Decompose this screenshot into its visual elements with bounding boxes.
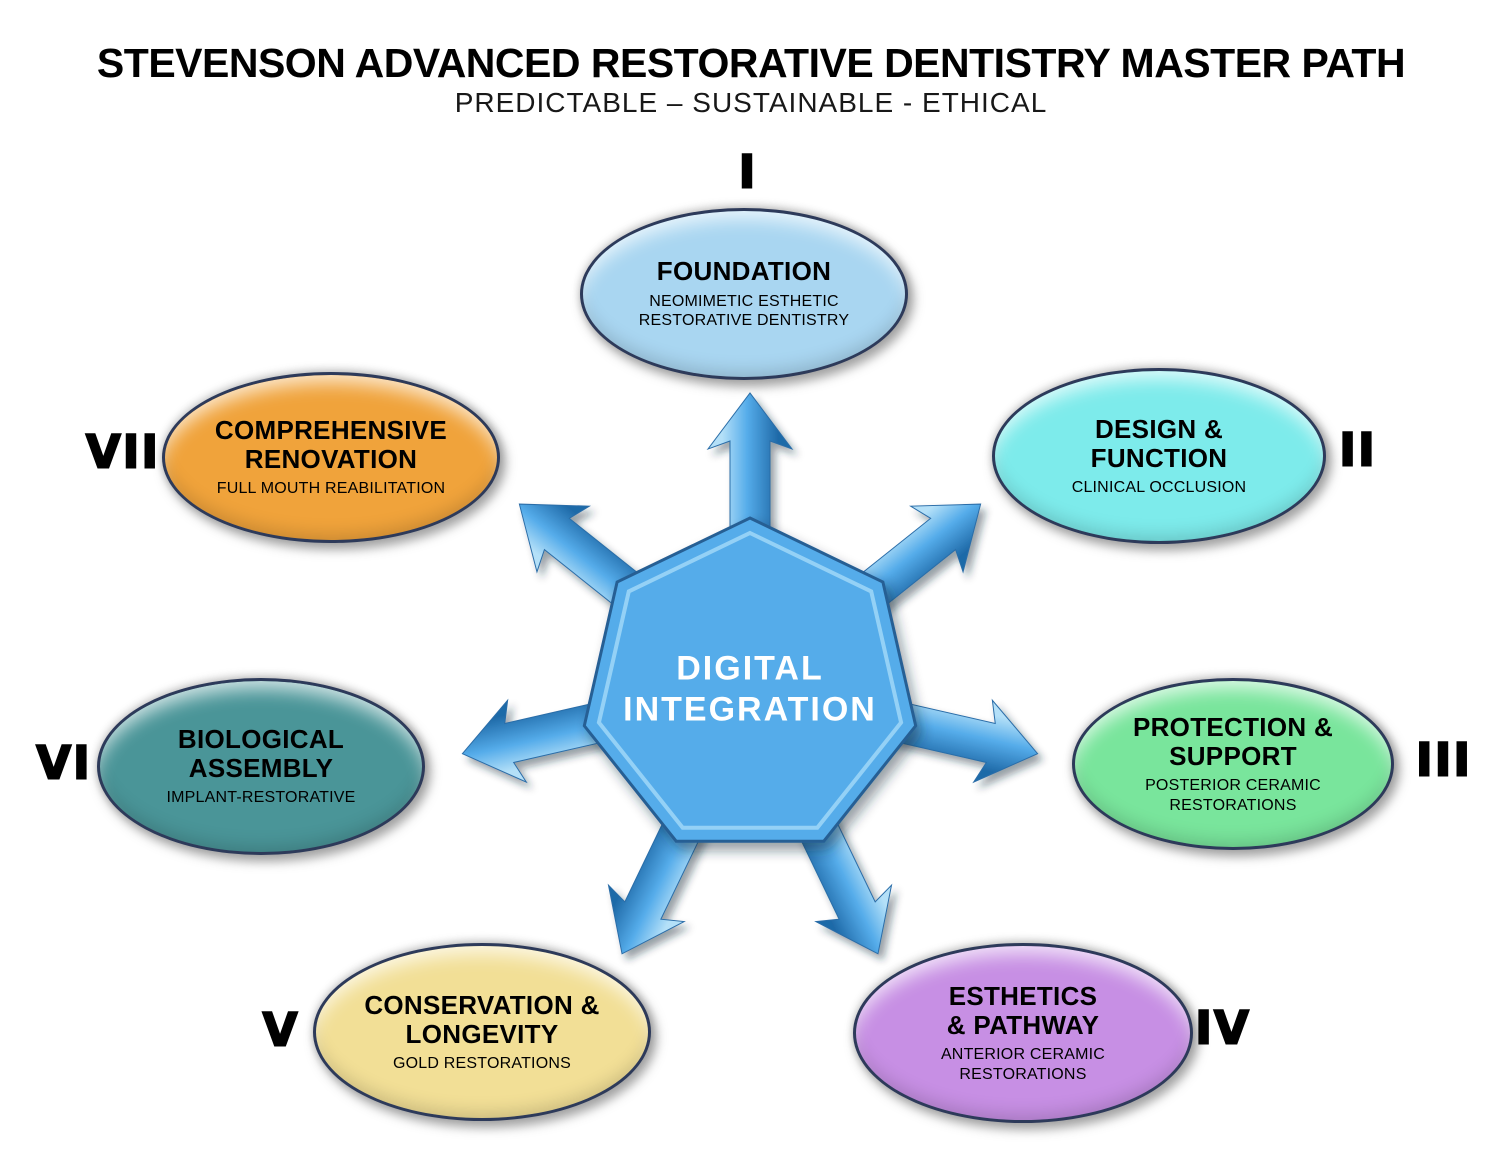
node-title: ESTHETICS & PATHWAY: [946, 980, 1100, 1040]
node-title: CONSERVATION & LONGEVITY: [364, 989, 600, 1049]
numeral-3: III: [1415, 733, 1473, 788]
node-protection-support: PROTECTION & SUPPORT POSTERIOR CERAMIC R…: [1072, 678, 1394, 850]
node-subtitle: FULL MOUTH REABILITATION: [216, 480, 446, 498]
numeral-1: I: [738, 145, 758, 200]
node-title: PROTECTION & SUPPORT: [1132, 711, 1334, 771]
node-subtitle: GOLD RESTORATIONS: [393, 1054, 571, 1072]
page-subtitle: PREDICTABLE – SUSTAINABLE - ETHICAL: [454, 87, 1048, 118]
node-conservation-longevity: CONSERVATION & LONGEVITY GOLD RESTORATIO…: [313, 943, 651, 1121]
numeral-2: II: [1338, 423, 1377, 478]
numeral-4: IV: [1194, 1001, 1251, 1056]
node-subtitle: IMPLANT-RESTORATIVE: [166, 789, 356, 807]
node-comprehensive-renovation: COMPREHENSIVE RENOVATION FULL MOUTH REAB…: [162, 372, 500, 543]
node-subtitle: POSTERIOR CERAMIC RESTORATIONS: [1145, 777, 1321, 814]
node-title: BIOLOGICAL ASSEMBLY: [177, 724, 345, 784]
node-title: COMPREHENSIVE RENOVATION: [214, 415, 448, 475]
node-foundation: FOUNDATION NEOMIMETIC ESTHETIC RESTORATI…: [580, 208, 908, 380]
numeral-6: VI: [35, 736, 92, 791]
center-hub-label: DIGITAL INTEGRATION: [623, 649, 877, 729]
node-subtitle: ANTERIOR CERAMIC RESTORATIONS: [940, 1046, 1106, 1083]
numeral-7: VII: [85, 425, 161, 480]
node-biological-assembly: BIOLOGICAL ASSEMBLY IMPLANT-RESTORATIVE: [97, 678, 425, 855]
node-subtitle: NEOMIMETIC ESTHETIC RESTORATIVE DENTISTR…: [638, 292, 850, 330]
node-title: FOUNDATION: [656, 256, 832, 287]
node-design-function: DESIGN & FUNCTION CLINICAL OCCLUSION: [992, 368, 1326, 544]
node-subtitle: CLINICAL OCCLUSION: [1071, 478, 1247, 496]
center-hub-heptagon: [582, 516, 918, 843]
node-esthetics-pathway: ESTHETICS & PATHWAY ANTERIOR CERAMIC RES…: [853, 943, 1193, 1123]
page-title: STEVENSON ADVANCED RESTORATIVE DENTISTRY…: [96, 40, 1406, 86]
numeral-5: V: [262, 1003, 300, 1058]
node-title: DESIGN & FUNCTION: [1090, 413, 1228, 473]
